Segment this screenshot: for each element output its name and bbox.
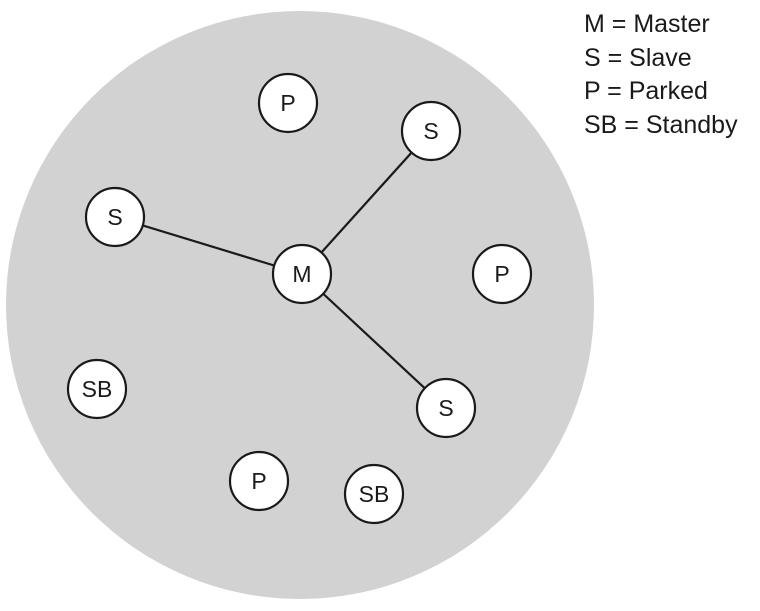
- slave-node-label: S: [438, 395, 453, 421]
- standby-node-label: SB: [359, 481, 390, 507]
- legend-item-standby: SB = Standby: [584, 110, 738, 139]
- slave-node-label: S: [107, 204, 122, 230]
- slave-node: S: [84, 186, 146, 248]
- parked-node-label: P: [251, 468, 266, 494]
- links-layer: [114, 130, 447, 409]
- parked-node-circle: [228, 450, 290, 512]
- parked-node: P: [257, 72, 319, 134]
- legend: M = Master S = Slave P = Parked SB = Sta…: [584, 8, 738, 142]
- legend-item-parked: P = Parked: [584, 77, 708, 105]
- standby-node-circle: [66, 358, 128, 420]
- slave-node-circle: [415, 377, 477, 439]
- piconet-area: [6, 11, 594, 599]
- parked-node-circle: [471, 243, 533, 305]
- legend-item-slave: S = Slave: [584, 43, 692, 72]
- parked-node: P: [228, 450, 290, 512]
- nodes-layer: M S S S P P P SB SB: [66, 72, 533, 525]
- link-m1-s3: [301, 273, 447, 409]
- master-node-label: M: [292, 261, 311, 287]
- link-m1-s1: [114, 215, 303, 276]
- standby-node-circle: [343, 463, 405, 525]
- slave-node-circle: [400, 100, 462, 162]
- standby-node-label: SB: [82, 376, 113, 402]
- slave-node: S: [415, 377, 477, 439]
- parked-node-label: P: [280, 90, 295, 116]
- parked-node: P: [471, 243, 533, 305]
- link-m1-s2: [301, 130, 432, 275]
- slave-node-circle: [84, 186, 146, 248]
- master-node: M: [271, 243, 333, 305]
- slave-node-label: S: [423, 118, 438, 144]
- parked-node-circle: [257, 72, 319, 134]
- legend-item-master: M = Master: [584, 10, 710, 38]
- parked-node-label: P: [494, 261, 509, 287]
- standby-node: SB: [343, 463, 405, 525]
- standby-node: SB: [66, 358, 128, 420]
- slave-node: S: [400, 100, 462, 162]
- master-node-circle: [271, 243, 333, 305]
